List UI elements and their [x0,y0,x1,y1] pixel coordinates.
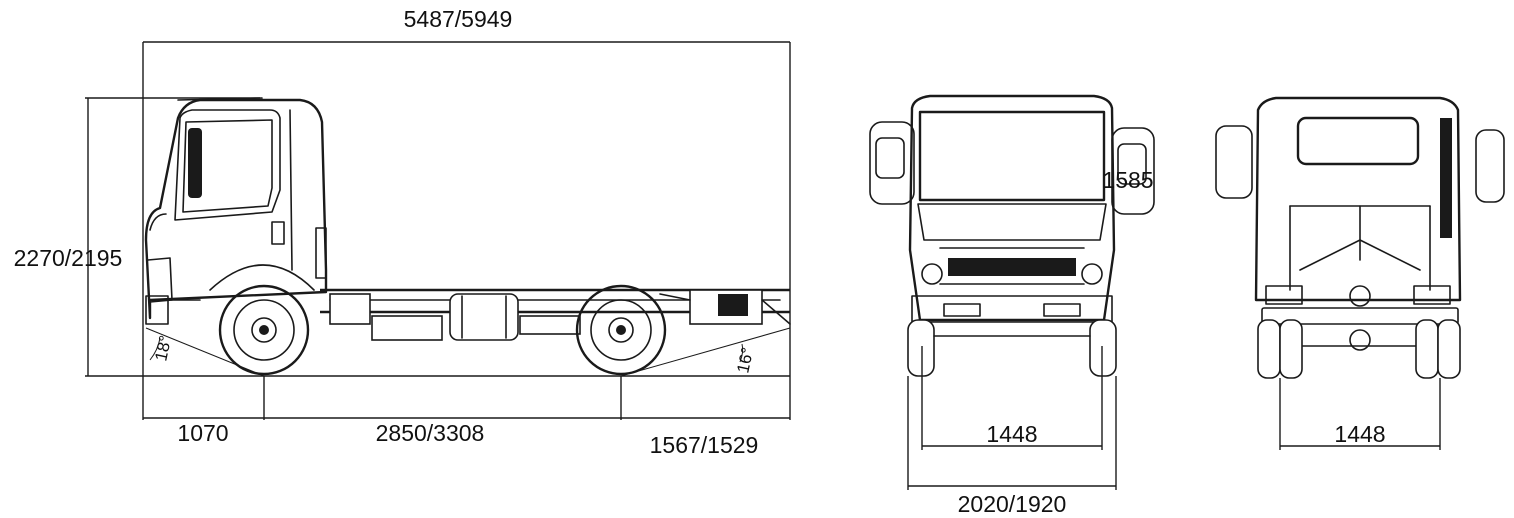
chassis-frame [320,288,791,341]
overall-length-dimension: 5487/5949 [142,6,791,420]
departure-angle-label: 16° [733,346,757,375]
front-overhang-label: 1070 [177,420,228,446]
rear-overhang-label: 1567/1529 [650,432,759,458]
rear-right-tire-outer [1437,319,1461,379]
rear-track-label: 1448 [1334,421,1385,447]
rear-left-tire-inner [1279,319,1303,379]
cab-side [144,97,328,325]
rear-view-right-mirror [1475,129,1505,203]
rear-left-tire-outer [1257,319,1281,379]
rear-bumper [1261,307,1459,325]
approach-angle-label: 18° [151,334,175,363]
length-breakdown-dimension: 1070 2850/3308 1567/1529 [143,376,790,458]
rear-view-left-mirror [1215,125,1253,199]
overall-width-label: 2020/1920 [958,491,1067,517]
wheelbase-label: 2850/3308 [376,420,485,446]
rear-view: 1448 [1215,96,1505,450]
overall-length-label: 5487/5949 [404,6,513,32]
front-left-tire [907,319,935,377]
rear-wheel [575,284,667,376]
front-track-label: 1448 [986,421,1037,447]
partial-dimension-label: 1585 [1102,167,1153,193]
front-view: 1585 1448 2020/1920 [869,94,1155,517]
front-right-tire [1089,319,1117,377]
side-view: 5487/5949 2270/2195 [14,6,791,458]
rear-window [1296,116,1420,166]
front-wheel [218,284,310,376]
rear-right-tire-inner [1415,319,1439,379]
angle-lines: 18° 16° [145,327,791,377]
overall-height-dimension: 2270/2195 [14,97,790,377]
overall-height-label: 2270/2195 [14,245,123,271]
